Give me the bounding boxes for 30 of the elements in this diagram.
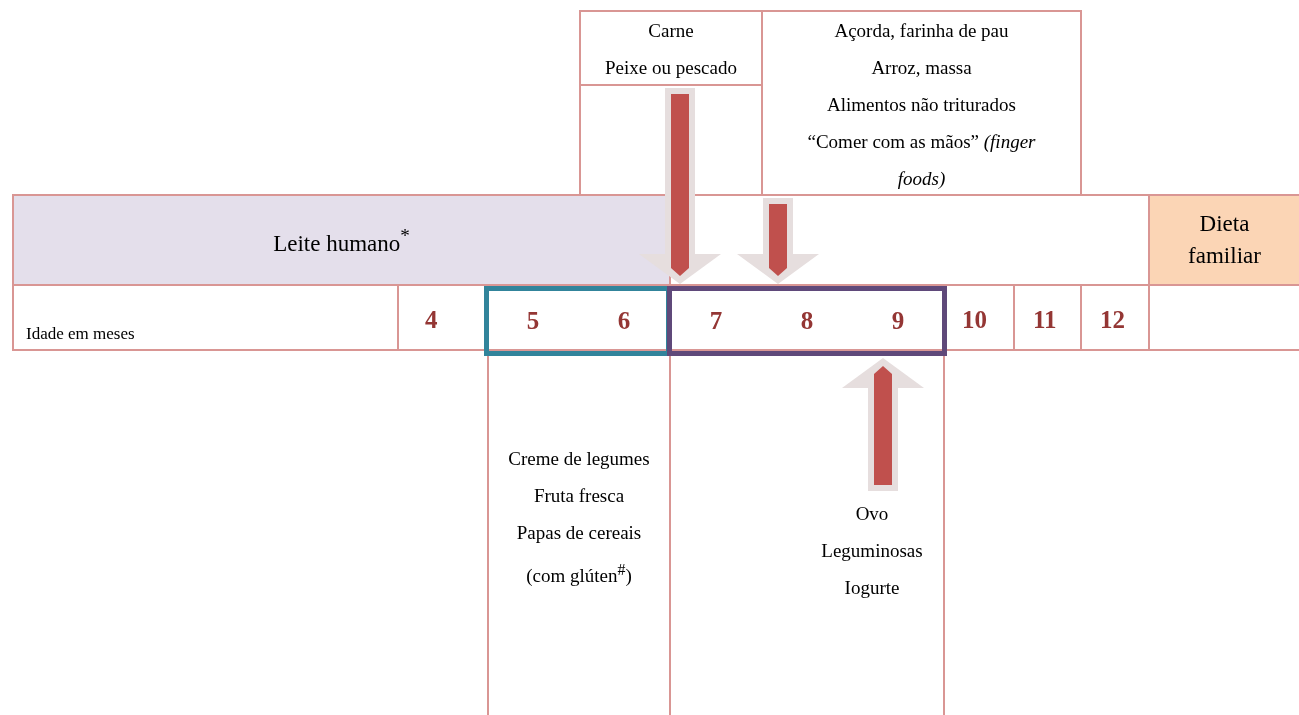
food-label: Leite humano$^{*}$ [273, 224, 410, 258]
food-text: Creme de legumes [507, 447, 651, 471]
food-text: Carne [647, 19, 695, 43]
month-number: 7 [708, 306, 724, 336]
month-number: 10 [962, 306, 987, 334]
food-label: Dieta familiar [1187, 210, 1262, 270]
month-number: 6 [616, 306, 632, 336]
month-number: 9 [890, 306, 906, 336]
food-text: Iogurte [843, 576, 901, 600]
family-diet-band [1150, 196, 1299, 284]
food-text: Leguminosas [820, 539, 924, 563]
food-text: Peixe ou pescado [604, 56, 738, 80]
food-text: Papas de cereais (com glúten$^{#}$) [515, 521, 643, 589]
month-number: 11 [1033, 306, 1057, 334]
food-text: Açorda, farinha de pau [833, 19, 1010, 43]
block-arrow [737, 198, 819, 284]
milk-band [14, 196, 669, 284]
axis-label: Idade em meses [26, 324, 135, 344]
month-number: 8 [799, 306, 815, 336]
food-text: Ovo [854, 502, 890, 526]
age-range-box [667, 286, 947, 356]
food-text: Fruta fresca [532, 484, 626, 508]
block-arrow [639, 88, 721, 284]
month-number: 12 [1100, 306, 1125, 334]
food-text: Arroz, massa [870, 56, 973, 80]
month-number: 4 [425, 306, 438, 334]
food-text: “Comer com as mãos” (finger foods) [806, 130, 1037, 191]
food-text: Alimentos não triturados [826, 93, 1017, 117]
block-arrow [842, 358, 924, 491]
month-number: 5 [525, 306, 541, 336]
